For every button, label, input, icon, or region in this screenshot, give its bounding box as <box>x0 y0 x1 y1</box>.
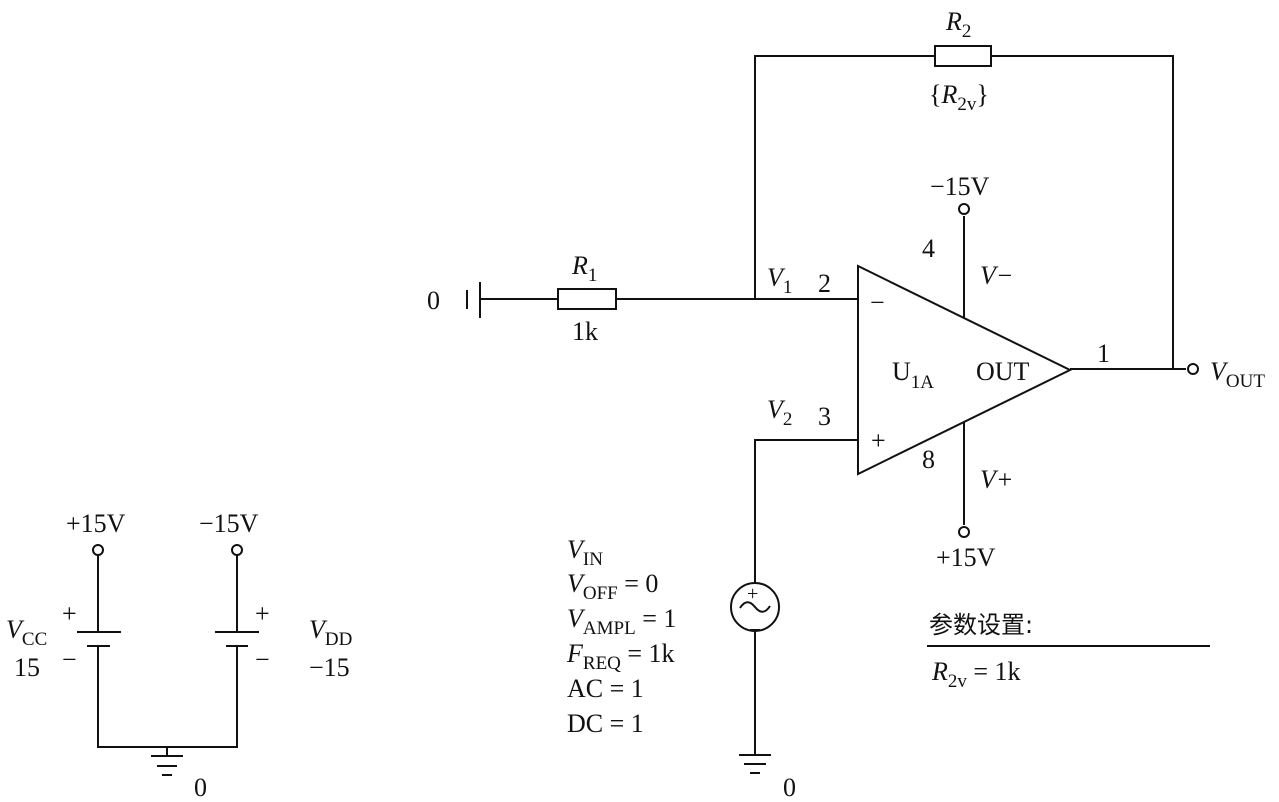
supply-ground-label: 0 <box>194 773 207 802</box>
vin-param-line: VOFF = 0 <box>567 569 658 604</box>
pin-8-label: 8 <box>922 445 935 474</box>
opamp-ref-label: U1A <box>892 357 934 393</box>
params-r2v: R2v = 1k <box>931 657 1021 692</box>
r1-name: R1 <box>571 251 597 286</box>
params-title: 参数设置: <box>929 611 1033 639</box>
opamp-noninv-sign: + <box>871 426 886 455</box>
vdd-name: VDD <box>309 615 352 650</box>
vcc-terminal <box>92 544 104 556</box>
input-network: 0 R1 1k V1 <box>427 251 858 346</box>
vcc-terminal-label: +15V <box>66 509 126 538</box>
vin-name: VIN <box>567 535 603 570</box>
pin-3-label: 3 <box>818 402 831 431</box>
pin-4-label: 4 <box>922 234 935 263</box>
r2-name: R2 <box>945 7 971 42</box>
r1-value: 1k <box>572 317 598 346</box>
vcc-name: VCC <box>6 615 47 650</box>
vin-plus-sign: + <box>747 583 758 605</box>
vin-ground-label: 0 <box>783 773 796 802</box>
pin-1-label: 1 <box>1097 339 1110 368</box>
r2-resistor <box>934 45 992 67</box>
opamp-wiring: 4 8 1 2 3 V− V+ −15V +15V VOUT <box>818 172 1265 572</box>
vout-label: VOUT <box>1210 357 1265 392</box>
r2-value: {R2v} <box>929 80 989 115</box>
left-ground-label: 0 <box>427 286 440 315</box>
opamp-u1a: − + U1A OUT <box>857 264 1073 476</box>
pin-2-label: 2 <box>818 269 831 298</box>
opamp-out-label: OUT <box>976 357 1030 386</box>
vin-param-line: FREQ = 1k <box>566 639 675 674</box>
vcc-value: 15 <box>14 653 40 682</box>
vpos-pin-label: V+ <box>980 465 1013 494</box>
vdd-plus-sign: + <box>255 599 270 628</box>
vcc-minus-sign: − <box>62 645 77 674</box>
vdd-value: −15 <box>309 653 350 682</box>
v2-node-label: V2 <box>767 395 792 430</box>
vcc-plus-sign: + <box>62 599 77 628</box>
vneg-pin-label: V− <box>980 261 1013 290</box>
vin-param-line: VAMPL = 1 <box>567 604 676 639</box>
vneg-supply-label: −15V <box>930 172 990 201</box>
opamp-inv-sign: − <box>870 288 885 317</box>
vdd-terminal <box>231 544 243 556</box>
v1-node-label: V1 <box>767 263 792 298</box>
vdd-terminal-label: −15V <box>199 509 259 538</box>
vout-terminal <box>1187 363 1199 375</box>
vpos-supply-label: +15V <box>936 543 996 572</box>
sine-icon <box>739 601 771 613</box>
supply-sources: 0 +15V −15V + − + − VCC 15 VDD −15 <box>6 509 352 802</box>
parameter-settings: 参数设置: R2v = 1k <box>927 611 1210 692</box>
vin-param-line: AC = 1 <box>567 674 644 703</box>
feedback-network: R2 {R2v} <box>754 7 1174 369</box>
vin-param-line: DC = 1 <box>567 709 644 738</box>
r1-resistor <box>557 288 617 310</box>
vdd-minus-sign: − <box>255 645 270 674</box>
